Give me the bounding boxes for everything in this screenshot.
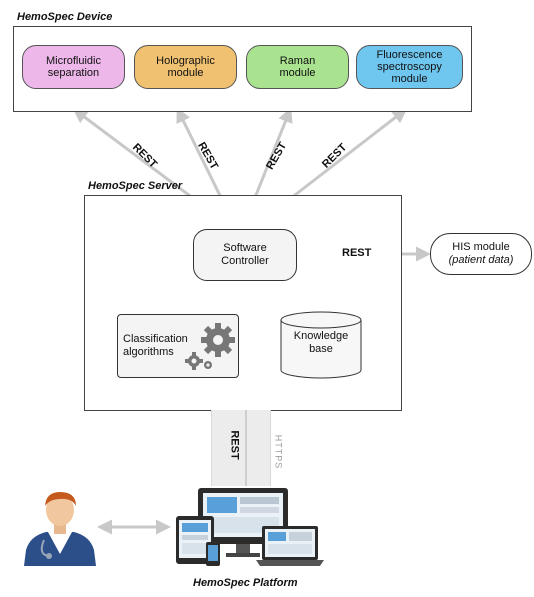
software-controller-line2: Controller — [221, 255, 269, 267]
module-fluorescence-line1: Fluorescence — [376, 49, 443, 61]
module-raman-line1: Raman — [279, 55, 316, 67]
knowledge-base-line2: base — [309, 343, 333, 355]
knowledge-base-cylinder — [280, 311, 362, 379]
platform-channel — [211, 410, 271, 486]
rest-label-his: REST — [342, 247, 372, 259]
module-microfluidic-line2: separation — [47, 67, 100, 79]
rest-label-platform: REST — [228, 430, 241, 460]
classification-line2: algorithms — [123, 346, 174, 358]
doctor-avatar-icon — [24, 492, 96, 566]
module-fluorescence-line3: module — [391, 73, 428, 85]
server-group-label: HemoSpec Server — [88, 180, 183, 192]
module-holographic-line2: module — [167, 67, 204, 79]
software-controller-node: Software Controller — [193, 229, 297, 281]
knowledge-base-line1: Knowledge — [293, 330, 349, 342]
platform-label: HemoSpec Platform — [193, 577, 298, 589]
his-module-line2: (patient data) — [448, 254, 514, 266]
his-module-line1: HIS module — [452, 241, 510, 253]
module-fluorescence-line2: spectroscopy — [377, 61, 442, 73]
devices-icon — [176, 488, 324, 566]
channel-divider — [245, 410, 247, 486]
module-raman-line2: module — [279, 67, 316, 79]
his-module-node: HIS module (patient data) — [430, 233, 532, 275]
https-label: HTTPS — [273, 434, 284, 470]
classification-line1: Classification — [123, 333, 188, 345]
gears-icon — [185, 323, 235, 370]
module-holographic-line1: Holographic — [156, 55, 215, 67]
software-controller-line1: Software — [223, 242, 267, 254]
device-group-label: HemoSpec Device — [17, 11, 113, 23]
module-microfluidic-line1: Microfluidic — [45, 55, 101, 67]
knowledge-base-label: Knowledge base — [279, 330, 363, 356]
